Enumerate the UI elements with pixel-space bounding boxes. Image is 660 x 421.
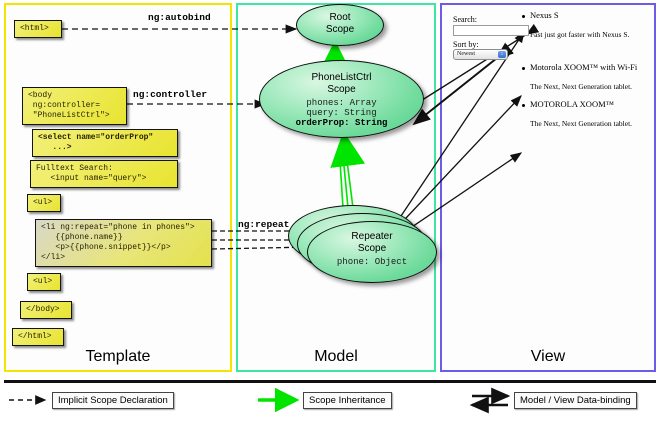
chevron-updown-icon: ↕ — [498, 51, 506, 58]
code-box-li-ngrepeat[interactable]: <li ng:repeat="phone in phones"> {{phone… — [35, 219, 212, 267]
code-box-body-close[interactable]: </body> — [20, 301, 72, 319]
view-search-label: Search: — [453, 15, 477, 24]
code-box-ul-close[interactable]: <ul> — [27, 273, 61, 291]
phone-name: Nexus S — [530, 10, 559, 20]
code-box-ul-open[interactable]: <ul> — [27, 194, 61, 212]
view-sort-label: Sort by: — [453, 40, 479, 49]
list-bullet-icon — [522, 15, 525, 18]
edge-label-ng-controller: ng:controller — [133, 89, 208, 100]
panel-model: Model — [236, 3, 436, 372]
legend-divider — [4, 380, 656, 383]
list-bullet-icon — [522, 104, 525, 107]
legend: Implicit Scope Declaration Scope Inherit… — [0, 378, 660, 421]
scope-repeater-title-2: Scope — [357, 243, 387, 254]
scope-root-title-1: Root — [329, 12, 351, 23]
scope-root-title-2: Scope — [325, 24, 355, 35]
panel-model-label: Model — [314, 348, 358, 365]
edge-label-ng-repeat: ng:repeat — [238, 219, 290, 230]
search-input[interactable] — [453, 25, 529, 36]
code-box-html-open[interactable]: <html> — [14, 20, 62, 38]
scope-root[interactable]: Root Scope — [296, 4, 384, 46]
code-box-body-open[interactable]: <body ng:controller= "PhoneListCtrl"> — [22, 87, 127, 125]
code-box-select-orderprop[interactable]: <select name="orderProp" ...> — [32, 129, 178, 157]
sort-select[interactable]: Newest ↕ — [453, 49, 508, 60]
legend-item-implicit-scope-declaration: Implicit Scope Declaration — [52, 392, 174, 409]
scope-phonelistctrl-title-1: PhoneListCtrl — [311, 72, 372, 83]
panel-view-label: View — [530, 348, 566, 365]
scope-repeater-title-1: Repeater — [351, 231, 393, 242]
scope-phonelistctrl-attrs: phones: Array query: String orderProp: S… — [260, 98, 423, 128]
sort-select-value: Newest — [457, 51, 475, 57]
scope-attr-phones: phones: Array — [306, 98, 377, 108]
scope-phonelistctrl-title-2: Scope — [327, 84, 356, 95]
code-box-html-close[interactable]: </html> — [12, 328, 64, 346]
legend-item-model-view-databinding: Model / View Data-binding — [514, 392, 637, 409]
scope-attr-query: query: String — [306, 108, 377, 118]
phone-snippet: The Next, Next Generation tablet. — [530, 82, 633, 91]
scope-repeater-attrs: phone: Object — [308, 257, 436, 267]
code-box-fulltext-search[interactable]: Fulltext Search: <input name="query"> — [30, 160, 178, 188]
list-bullet-icon — [522, 67, 525, 70]
edge-label-ng-autobind: ng:autobind — [148, 12, 211, 23]
panel-template-label: Template — [85, 348, 151, 365]
scope-phonelistctrl[interactable]: PhoneListCtrl Scope phones: Array query:… — [259, 60, 424, 138]
phone-snippet: Fast just got faster with Nexus S. — [530, 30, 630, 39]
scope-repeater[interactable]: Repeater Scope phone: Object — [307, 221, 437, 283]
phone-name: Motorola XOOM™ with Wi-Fi — [530, 62, 638, 72]
phone-snippet: The Next, Next Generation tablet. — [530, 119, 633, 128]
legend-item-scope-inheritance: Scope Inheritance — [303, 392, 392, 409]
scope-attr-orderprop: orderProp: String — [295, 118, 388, 128]
scope-attr-phone: phone: Object — [336, 257, 408, 267]
phone-name: MOTOROLA XOOM™ — [530, 99, 614, 109]
